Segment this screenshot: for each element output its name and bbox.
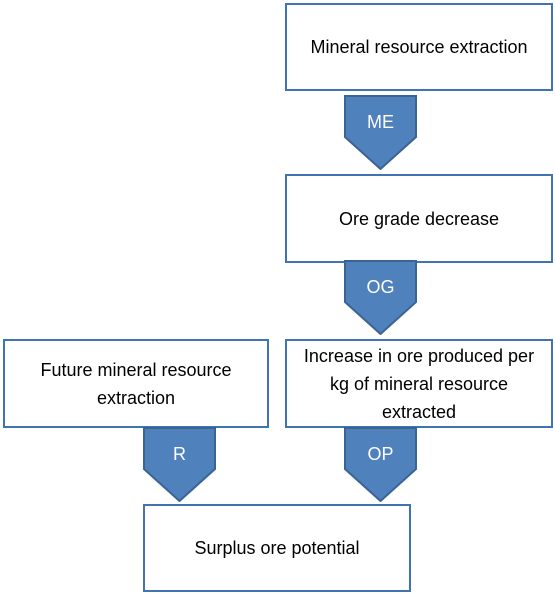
surplus-ore-label: Surplus ore potential [194, 538, 360, 558]
op-arrow-label: OP [367, 444, 394, 464]
me-arrow: ME [344, 95, 417, 170]
surplus-ore-box: Surplus ore potential [143, 504, 411, 592]
me-arrow-shape [344, 95, 417, 170]
og-arrow-label: OG [366, 277, 395, 297]
mineral-extraction-label: Mineral resource extraction [310, 37, 528, 57]
r-arrow-shape [143, 427, 216, 502]
op-arrow-shape [344, 427, 417, 502]
ore-grade-decrease-box: Ore grade decrease [285, 174, 553, 263]
ore-increase-label: Increase in ore produced per kg of miner… [303, 345, 535, 422]
future-extraction-label: Future mineral resource extraction [40, 359, 232, 408]
op-arrow: OP [344, 427, 417, 502]
r-arrow: R [143, 427, 216, 502]
r-arrow-label: R [173, 444, 186, 464]
og-arrow: OG [344, 260, 417, 335]
me-arrow-label: ME [367, 112, 394, 132]
ore-increase-box: Increase in ore produced per kg of miner… [285, 339, 553, 428]
future-extraction-box: Future mineral resource extraction [3, 339, 269, 428]
mineral-extraction-box: Mineral resource extraction [285, 3, 553, 91]
og-arrow-shape [344, 260, 417, 335]
ore-grade-decrease-label: Ore grade decrease [338, 208, 500, 229]
